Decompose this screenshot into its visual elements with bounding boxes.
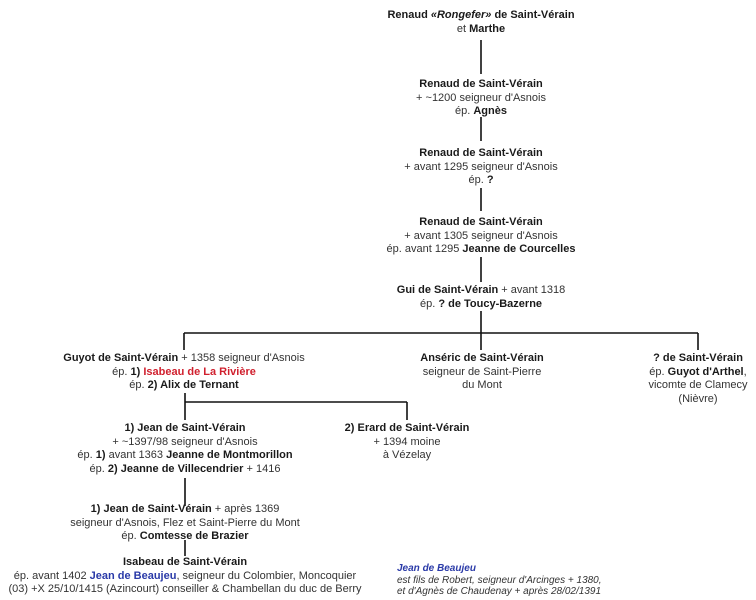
note-line-1: est fils de Robert, seigneur d'Arcinges … bbox=[397, 574, 602, 586]
person-name: Isabeau de Saint-Vérain bbox=[122, 556, 248, 568]
spouse1-number: 1) bbox=[130, 365, 144, 378]
person-name: Gui de Saint-Vérain bbox=[396, 284, 499, 296]
spouse-prefix: ép. bbox=[419, 297, 439, 310]
spouse-prefix: ép. bbox=[649, 365, 668, 378]
person-renaud-rongefer[interactable]: Renaud «Rongefer» de Saint-Vérain et Mar… bbox=[387, 9, 574, 36]
spouse1-prefix: ép. bbox=[112, 365, 131, 378]
person-nickname: «Rongefer» bbox=[430, 9, 492, 21]
person-detail-2: (Nièvre) bbox=[678, 392, 718, 405]
person-jean-1[interactable]: 1) Jean de Saint-Vérain + ~1397/98 seign… bbox=[77, 422, 292, 476]
person-detail: + 1394 moine bbox=[373, 435, 441, 448]
person-isabeau[interactable]: Isabeau de Saint-Vérain ép. avant 1402 J… bbox=[8, 556, 361, 597]
person-detail: + avant 1305 seigneur d'Asnois bbox=[404, 229, 558, 242]
note-title: Jean de Beaujeu bbox=[397, 563, 476, 574]
person-name: Ansér­ic de Saint-Vérain bbox=[420, 352, 544, 364]
spouse2-number: 2) bbox=[147, 379, 161, 391]
spouse2-prefix: ép. bbox=[129, 379, 148, 391]
person-unknown-saint-verain[interactable]: ? de Saint-Vérain ép. Guyot d'Arthel, vi… bbox=[648, 352, 747, 406]
spouse-name: Guyot d'Arthel bbox=[667, 365, 744, 378]
spouse-name: ? de Toucy-Bazerne bbox=[438, 297, 543, 310]
spouse2-detail: + 1416 bbox=[243, 462, 281, 475]
person-gui[interactable]: Gui de Saint-Vérain + avant 1318 ép. ? d… bbox=[394, 284, 568, 311]
person-name: Guyot de Saint-Vérain bbox=[63, 352, 179, 364]
person-name: Renaud de Saint-Vérain bbox=[419, 147, 543, 159]
person-detail: + ~1397/98 seigneur d'Asnois bbox=[112, 435, 258, 448]
person-name: 1) Jean de Saint-Vérain bbox=[124, 422, 246, 434]
person-detail: + après 1369 bbox=[211, 503, 280, 515]
person-name: Renaud de Saint-Vérain bbox=[419, 216, 543, 228]
person-name: Renaud de Saint-Vérain bbox=[419, 78, 543, 90]
person-name: ? de Saint-Vérain bbox=[653, 352, 743, 364]
spouse2-name: Alix de Ternant bbox=[160, 379, 239, 391]
person-detail: vicomte de Clamecy bbox=[648, 379, 748, 391]
spouse-name: ? bbox=[486, 174, 494, 186]
spouse-suffix: , bbox=[743, 365, 747, 378]
spouse1-prefix: ép. bbox=[77, 449, 96, 461]
spouse-detail: , seigneur du Colombier, Moncoquier bbox=[176, 569, 357, 582]
spouse-prefix: ép. avant 1402 bbox=[13, 569, 90, 582]
spouse1-date: avant 1363 bbox=[105, 449, 167, 461]
person-detail: + avant 1295 seigneur d'Asnois bbox=[404, 160, 558, 173]
person-detail: seigneur de Saint-Pierre bbox=[422, 365, 542, 378]
note-jean-de-beaujeu: Jean de Beaujeu est fils de Robert, seig… bbox=[397, 563, 602, 598]
person-erard[interactable]: 2) Erard de Saint-Vérain + 1394 moine à … bbox=[345, 422, 470, 463]
person-detail-2: à Vézelay bbox=[382, 449, 432, 461]
spouse-prefix: ép. bbox=[121, 530, 140, 542]
spouse2-number: 2) bbox=[107, 462, 121, 475]
spouse1-number: 1) bbox=[95, 449, 106, 461]
spouse-name: Comtesse de Brazier bbox=[139, 530, 249, 542]
spouse-name: Jeanne de Courcelles bbox=[462, 243, 576, 255]
person-anseric[interactable]: Ansér­ic de Saint-Vérain seigneur de Sai… bbox=[418, 352, 546, 393]
person-name: 1) Jean de Saint-Vérain bbox=[90, 503, 212, 515]
spouse-name: Agnès bbox=[473, 105, 507, 117]
person-name-suffix: de Saint-Vérain bbox=[491, 9, 575, 21]
spouse2-prefix: ép. bbox=[89, 462, 108, 475]
person-detail: + avant 1318 bbox=[498, 284, 566, 296]
spouse-prefix: ép. avant 1295 bbox=[386, 243, 463, 255]
spouse-prefix: et bbox=[456, 22, 470, 35]
spouse-prefix: ép. bbox=[468, 174, 487, 186]
person-jean-2[interactable]: 1) Jean de Saint-Vérain + après 1369 sei… bbox=[70, 503, 300, 544]
person-detail-2: (03) +X 25/10/1415 (Azincourt) conseille… bbox=[8, 583, 362, 595]
spouse-name: Marthe bbox=[469, 22, 506, 35]
person-detail: + ~1200 seigneur d'Asnois bbox=[416, 91, 546, 104]
person-detail-2: seigneur d'Asnois, Flez et Saint-Pierre … bbox=[70, 516, 300, 529]
person-renaud-2[interactable]: Renaud de Saint-Vérain + ~1200 seigneur … bbox=[416, 78, 546, 119]
person-renaud-3[interactable]: Renaud de Saint-Vérain + avant 1295 seig… bbox=[404, 147, 557, 188]
person-name: 2) Erard de Saint-Vérain bbox=[344, 422, 470, 434]
person-detail: + 1358 seigneur d'Asnois bbox=[178, 352, 305, 364]
spouse-prefix: ép. bbox=[455, 105, 474, 117]
note-line-2: et d'Agnès de Chaudenay + après 28/02/13… bbox=[397, 586, 602, 597]
person-detail-2: du Mont bbox=[462, 379, 502, 391]
spouse1-name: Jeanne de Montmorillon bbox=[166, 449, 293, 461]
person-renaud-4[interactable]: Renaud de Saint-Vérain + avant 1305 seig… bbox=[387, 216, 576, 257]
person-guyot[interactable]: Guyot de Saint-Vérain + 1358 seigneur d'… bbox=[61, 352, 307, 393]
spouse-name-link[interactable]: Jean de Beaujeu bbox=[89, 569, 177, 582]
spouse1-name[interactable]: Isabeau de La Rivière bbox=[143, 365, 256, 378]
person-name: Renaud bbox=[387, 9, 428, 21]
spouse2-name: Jeanne de Villecendrier bbox=[120, 462, 244, 475]
